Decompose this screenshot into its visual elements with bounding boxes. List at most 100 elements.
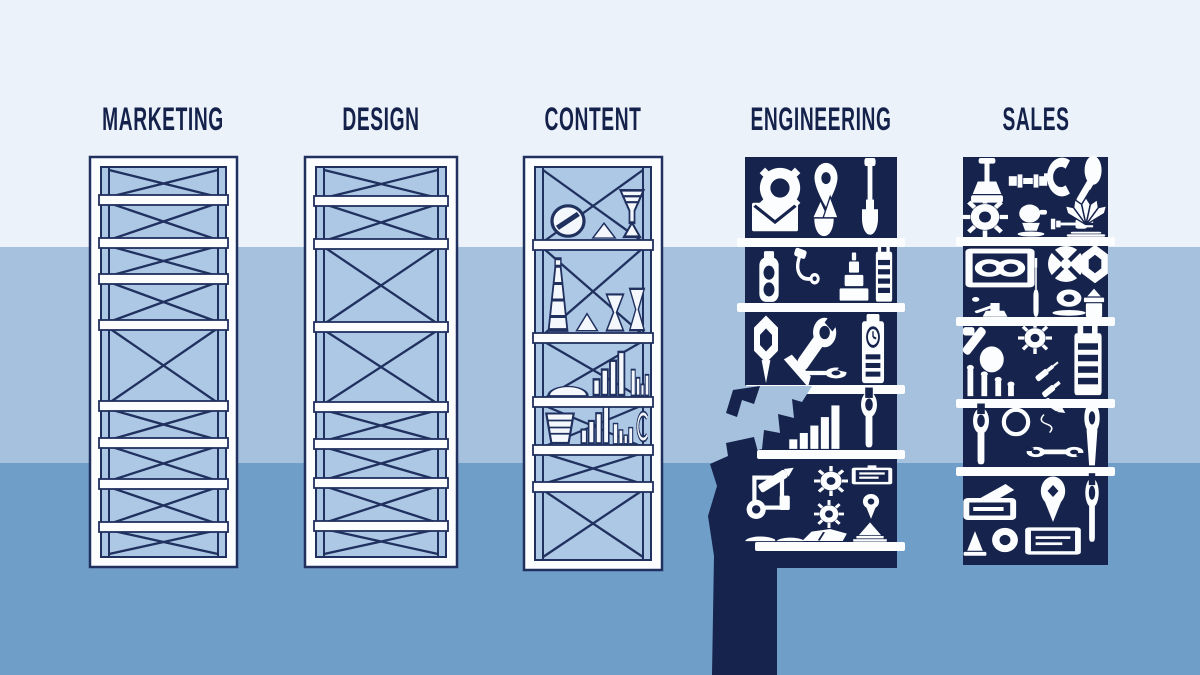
round-mace-icon bbox=[1076, 155, 1102, 206]
server-tower-icon bbox=[1074, 326, 1102, 396]
shelf-unit-engineering bbox=[708, 157, 905, 675]
gear-icon bbox=[814, 466, 849, 496]
shelf-bar bbox=[532, 444, 654, 456]
cross-brace bbox=[108, 168, 219, 199]
label-sales: SALES bbox=[1002, 101, 1070, 137]
shelf-bar bbox=[737, 238, 905, 247]
post-pins-icon bbox=[966, 364, 1015, 397]
label-design: DESIGN bbox=[342, 101, 420, 137]
panel-bite-notch bbox=[745, 386, 812, 453]
shelf-unit-sales bbox=[956, 155, 1115, 565]
shelf-bar bbox=[98, 237, 229, 249]
hexagon-ring-icon bbox=[1082, 244, 1108, 284]
shelf-bar bbox=[313, 438, 449, 450]
cross-brace bbox=[323, 445, 439, 482]
mountain-icon bbox=[575, 312, 599, 332]
shelf-bar bbox=[956, 399, 1115, 408]
radio-tower-icon bbox=[547, 257, 569, 332]
gift-box-icon bbox=[1083, 288, 1105, 318]
cross-brace bbox=[542, 451, 644, 486]
department-labels-row: MARKETING DESIGN CONTENT ENGINEERING SAL… bbox=[0, 0, 1200, 150]
tray-icon bbox=[1066, 231, 1106, 237]
shovel-icon bbox=[862, 158, 878, 235]
cross-brace bbox=[323, 329, 439, 405]
mountain-icon bbox=[591, 221, 617, 239]
cone-icon bbox=[853, 522, 887, 542]
shelf-bar bbox=[313, 520, 449, 532]
diamond-fan-icon bbox=[1064, 196, 1108, 226]
robot-arm-icon bbox=[746, 467, 794, 519]
shelf-bar bbox=[532, 332, 654, 344]
bar-chart-outline-icon bbox=[592, 350, 626, 397]
gear-icon bbox=[814, 500, 845, 528]
shelf-bar bbox=[737, 303, 905, 312]
hourglass-icon bbox=[605, 293, 625, 332]
map-pin-icon bbox=[814, 162, 838, 208]
wrench-icon bbox=[973, 403, 989, 465]
double-spanner-icon bbox=[1026, 446, 1084, 458]
vase-triangles-icon bbox=[811, 194, 840, 237]
donut-ring-icon bbox=[992, 527, 1018, 553]
wrecking-crane-icon bbox=[962, 327, 1004, 373]
handle-sign-icon bbox=[963, 484, 1017, 520]
traffic-cone-icon bbox=[963, 531, 987, 556]
drip-column bbox=[708, 437, 777, 675]
shelf-unit-content bbox=[522, 155, 664, 572]
business-card-icon bbox=[1025, 527, 1081, 555]
shelf-bar bbox=[313, 238, 449, 250]
shelf-bar bbox=[755, 542, 905, 551]
envelope-icon bbox=[752, 202, 798, 232]
cross-brace bbox=[108, 327, 219, 404]
sun-icon bbox=[547, 385, 589, 397]
label-content: CONTENT bbox=[544, 101, 642, 137]
shelf-unit-marketing bbox=[88, 155, 239, 569]
shelf-bar bbox=[956, 317, 1115, 326]
shelf-bar bbox=[98, 194, 229, 206]
glove-mug-icon bbox=[1017, 204, 1047, 237]
no-entry-icon bbox=[550, 204, 586, 238]
donut-dish-icon bbox=[1052, 289, 1086, 316]
cross-brace bbox=[108, 280, 219, 324]
shelf-bar bbox=[98, 273, 229, 285]
marker-pen-icon bbox=[1040, 398, 1066, 434]
rock-pile-icon bbox=[745, 536, 804, 542]
shelf-bar bbox=[98, 437, 229, 449]
cross-brace bbox=[323, 408, 439, 443]
shelf-bar bbox=[313, 477, 449, 489]
stethoscope-icon bbox=[794, 247, 820, 285]
cross-brace bbox=[542, 489, 644, 558]
screwdriver-icon bbox=[1033, 258, 1039, 317]
shelf-bar bbox=[532, 239, 654, 251]
cross-brace bbox=[323, 168, 439, 200]
pin-wrench-icon bbox=[1084, 402, 1100, 466]
bar-chart-icon bbox=[789, 405, 840, 449]
rock-icon bbox=[802, 529, 847, 541]
shelf-bar bbox=[98, 478, 229, 490]
wrench-hammer-icon bbox=[783, 314, 838, 388]
shelf-bar bbox=[313, 401, 449, 413]
server-tower-icon bbox=[875, 246, 893, 302]
shelf-bar bbox=[313, 321, 449, 333]
cup-icon bbox=[636, 410, 649, 443]
clock-meter-icon bbox=[861, 314, 885, 384]
panel-jagged-chunk bbox=[726, 386, 760, 417]
label-engineering: ENGINEERING bbox=[750, 101, 892, 137]
shelf-bar bbox=[956, 237, 1115, 246]
robot-stand-icon bbox=[972, 297, 1008, 317]
shelf-bar bbox=[532, 481, 654, 493]
shelf-bar bbox=[956, 467, 1115, 476]
shelf-bar bbox=[532, 396, 654, 408]
cross-brace bbox=[108, 485, 219, 526]
cable-connectors-icon bbox=[1035, 361, 1061, 398]
label-marketing: MARKETING bbox=[102, 101, 224, 137]
segmented-ball-icon bbox=[1048, 246, 1084, 282]
wrench-icon bbox=[861, 387, 877, 448]
infinity-sign-icon bbox=[965, 248, 1035, 288]
id-card-icon bbox=[851, 465, 893, 485]
cross-brace bbox=[323, 484, 439, 525]
gear-icon bbox=[962, 196, 1009, 238]
shelf-bar bbox=[98, 400, 229, 412]
bar-chart-outline-icon bbox=[580, 404, 610, 445]
cross-brace bbox=[108, 244, 219, 278]
